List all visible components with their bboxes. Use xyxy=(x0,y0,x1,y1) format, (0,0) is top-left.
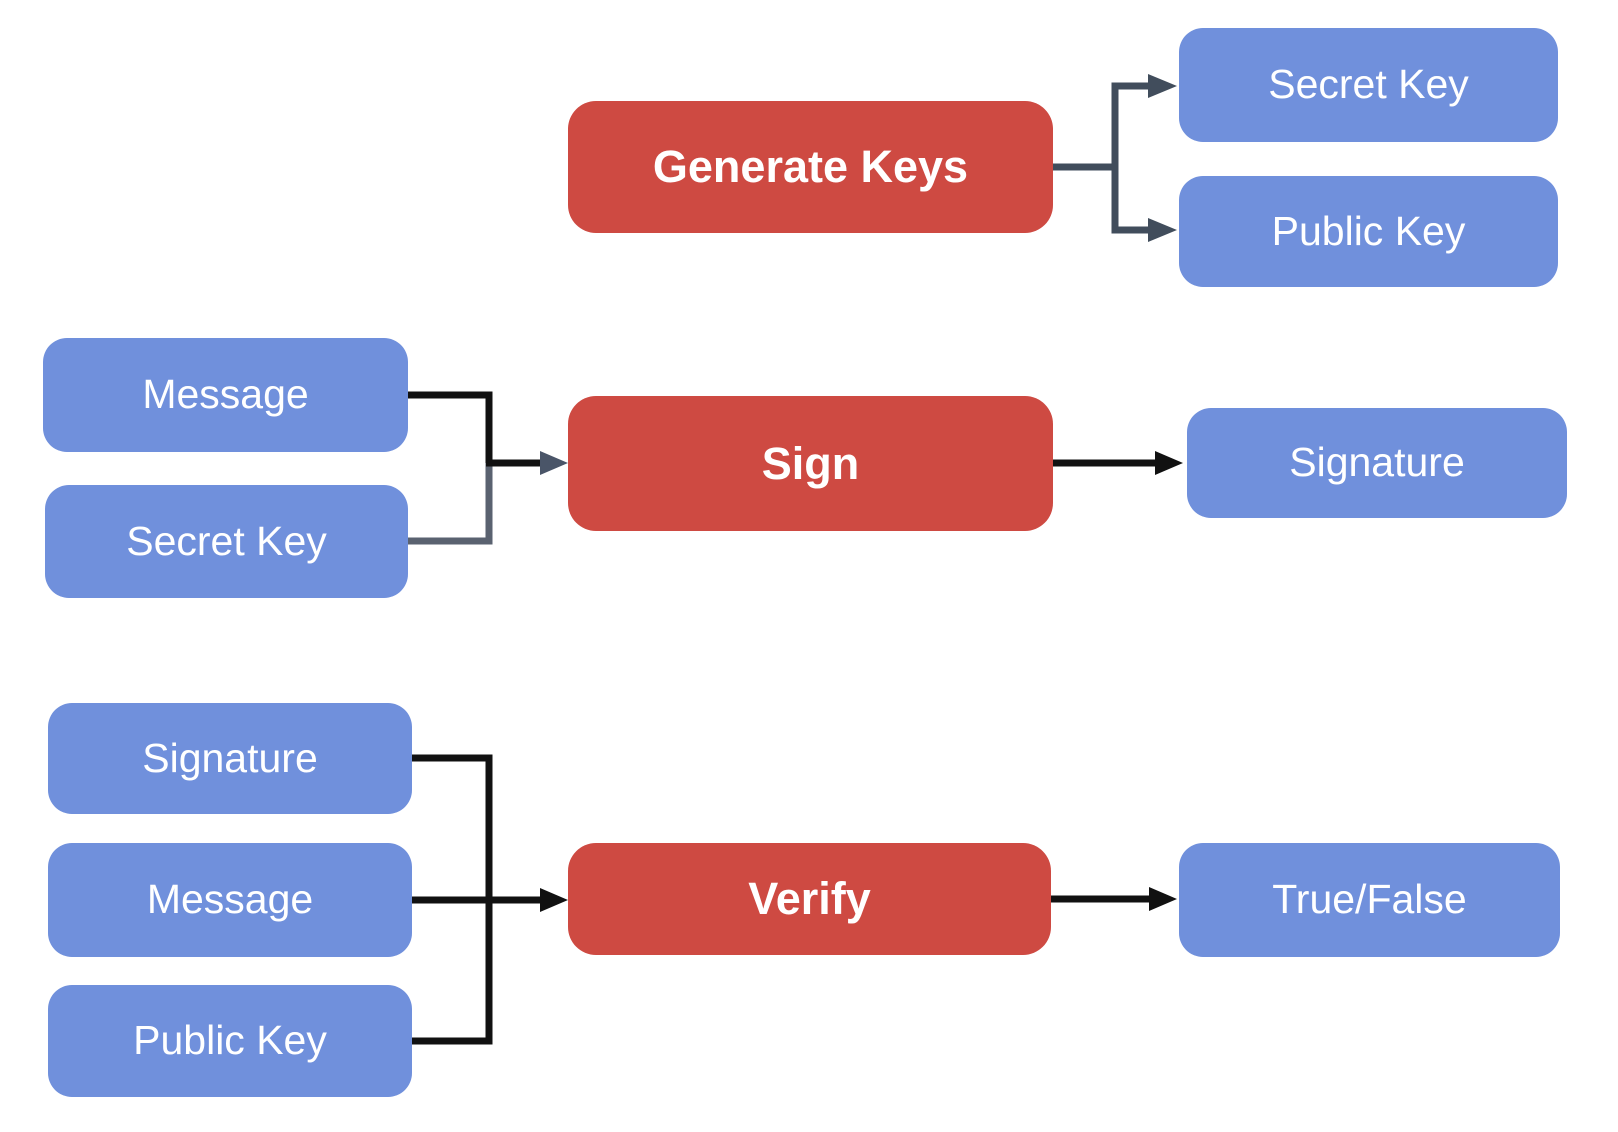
node-secret-key-output-label: Secret Key xyxy=(1268,61,1469,108)
node-signature-verify-input-label: Signature xyxy=(142,734,318,781)
arrowhead-to-sign xyxy=(540,451,568,475)
node-verify-label: Verify xyxy=(748,873,871,925)
node-verify: Verify xyxy=(568,843,1051,955)
node-sign-label: Sign xyxy=(761,437,860,489)
arrowhead-to-verify xyxy=(540,888,568,912)
edge-message-to-sign xyxy=(408,391,493,463)
node-message-verify-input-label: Message xyxy=(146,876,314,923)
node-signature-output: Signature xyxy=(1187,408,1567,518)
node-message-sign-input-label: Message xyxy=(142,371,309,418)
node-public-key-verify-input: Public Key xyxy=(48,985,412,1097)
node-generate-keys-label: Generate Keys xyxy=(652,141,969,193)
node-generate-keys: Generate Keys xyxy=(568,101,1053,233)
node-true-false: True/False xyxy=(1179,843,1560,957)
edge-secretkey-to-sign xyxy=(408,463,493,545)
node-signature-verify-input: Signature xyxy=(48,703,412,814)
node-message-verify-input: Message xyxy=(48,843,412,957)
node-true-false-label: True/False xyxy=(1272,876,1467,923)
arrowhead-to-public-key xyxy=(1148,218,1177,242)
edge-generatekeys-branch xyxy=(1111,82,1150,234)
arrowhead-to-signature xyxy=(1155,451,1183,475)
arrowhead-to-truefalse xyxy=(1149,887,1177,911)
node-public-key-verify-input-label: Public Key xyxy=(133,1017,327,1064)
node-sign: Sign xyxy=(568,396,1053,531)
node-message-sign-input: Message xyxy=(43,338,408,452)
node-signature-output-label: Signature xyxy=(1289,439,1465,486)
node-secret-key-sign-input: Secret Key xyxy=(45,485,408,598)
node-secret-key-sign-input-label: Secret Key xyxy=(126,517,327,564)
node-public-key-output: Public Key xyxy=(1179,176,1558,287)
node-public-key-output-label: Public Key xyxy=(1271,207,1466,254)
arrowhead-to-secret-key xyxy=(1148,74,1177,98)
node-secret-key-output: Secret Key xyxy=(1179,28,1558,142)
